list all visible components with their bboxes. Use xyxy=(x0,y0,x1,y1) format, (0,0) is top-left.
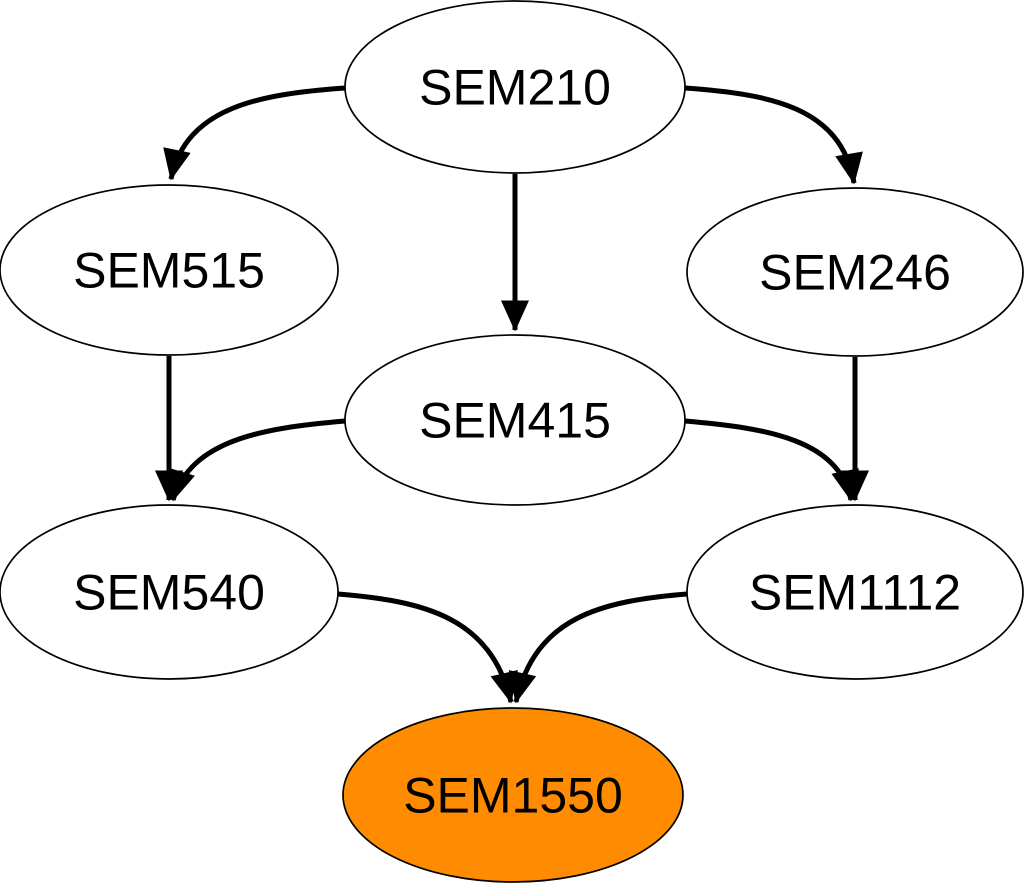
node-SEM210: SEM210 xyxy=(344,0,686,174)
node-SEM1550: SEM1550 xyxy=(342,707,684,883)
edge-SEM415-to-SEM1112 xyxy=(684,418,859,502)
edge-SEM210-to-SEM246 xyxy=(684,85,863,185)
edge-SEM540-to-SEM1550 xyxy=(337,591,518,704)
node-SEM1112: SEM1112 xyxy=(686,504,1024,680)
node-label-SEM246: SEM246 xyxy=(759,245,951,301)
node-label-SEM540: SEM540 xyxy=(73,565,265,621)
node-ellipse-SEM515 xyxy=(0,184,339,356)
node-ellipse-SEM210 xyxy=(344,0,686,174)
node-ellipse-SEM540 xyxy=(0,504,339,680)
node-SEM515: SEM515 xyxy=(0,184,339,356)
node-ellipse-SEM415 xyxy=(344,334,686,506)
node-SEM415: SEM415 xyxy=(344,334,686,506)
node-SEM246: SEM246 xyxy=(686,187,1024,357)
edge-SEM1112-to-SEM1550 xyxy=(508,591,688,704)
edge-SEM415-to-SEM540 xyxy=(168,418,346,502)
node-ellipse-SEM246 xyxy=(686,187,1024,357)
node-SEM540: SEM540 xyxy=(0,504,339,680)
node-label-SEM415: SEM415 xyxy=(419,393,611,449)
node-ellipse-SEM1550 xyxy=(342,707,684,883)
node-label-SEM210: SEM210 xyxy=(419,60,611,116)
node-label-SEM1112: SEM1112 xyxy=(749,565,961,621)
node-ellipse-SEM1112 xyxy=(686,504,1024,680)
node-label-SEM515: SEM515 xyxy=(73,243,265,299)
node-label-SEM1550: SEM1550 xyxy=(403,768,623,824)
edge-SEM210-to-SEM515 xyxy=(163,85,346,181)
edges-layer xyxy=(155,85,869,704)
